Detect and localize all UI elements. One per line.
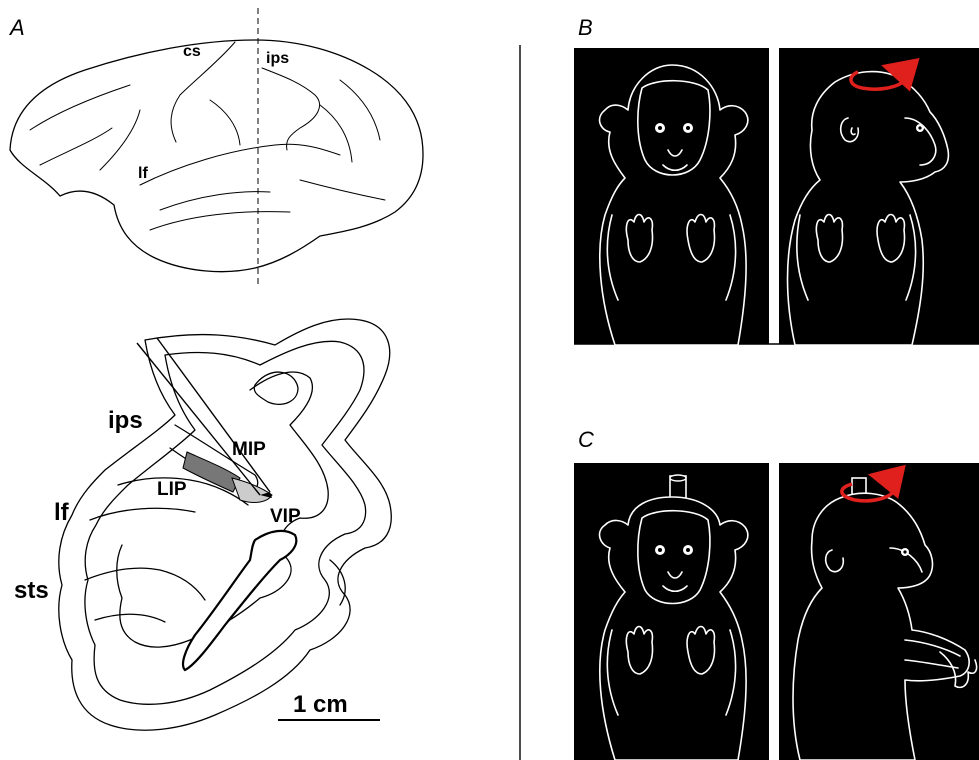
brain-coronal-section: ips MIP LIP VIP lf sts 1 cm — [14, 319, 391, 730]
label-cs: cs — [183, 43, 201, 60]
panel-c — [574, 463, 979, 760]
label-lip: LIP — [157, 479, 187, 500]
label-lf-section: lf — [54, 499, 70, 526]
section-outer-contour — [59, 319, 391, 730]
lateral-fissure — [140, 144, 340, 185]
label-lf-lateral: lf — [138, 165, 148, 182]
label-sts: sts — [14, 577, 49, 604]
vip-area — [232, 478, 272, 502]
panel-label-b: B — [578, 15, 593, 40]
monkey-front-b — [600, 65, 748, 345]
scale-bar-label: 1 cm — [293, 691, 348, 718]
central-sulcus — [171, 42, 235, 142]
panel-b — [574, 48, 979, 345]
label-mip: MIP — [232, 439, 266, 460]
panel-label-c: C — [578, 427, 594, 452]
label-ips-lateral: ips — [266, 50, 289, 67]
brain-lateral-view: cs ips lf — [10, 8, 423, 286]
label-vip: VIP — [270, 506, 301, 527]
label-ips-section: ips — [108, 407, 143, 434]
panel-label-a: A — [8, 15, 25, 40]
intraparietal-sulcus — [262, 68, 320, 150]
